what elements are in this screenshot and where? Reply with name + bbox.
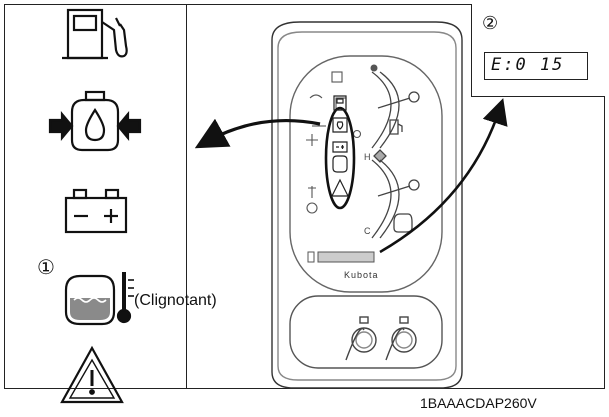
cluster-indicators <box>306 71 362 214</box>
lcd-readout: E:0 15 <box>484 52 588 80</box>
coolant-temperature-icon <box>64 272 134 326</box>
fuel-gauge <box>370 64 420 163</box>
oil-pressure-icon <box>48 90 142 152</box>
cluster-lcd <box>307 251 375 263</box>
svg-text:C: C <box>364 226 371 236</box>
arrow-to-lcd <box>379 98 508 254</box>
callout-one: ① <box>37 257 55 279</box>
svg-text:H: H <box>364 152 371 162</box>
figure-caption: 1BAAACDAP260V <box>420 395 537 411</box>
blink-label: (Clignotant) <box>134 292 217 309</box>
cluster-buttons <box>345 316 417 361</box>
battery-charge-icon <box>64 188 128 234</box>
temperature-gauge: H C <box>364 152 420 239</box>
arrow-to-icons <box>194 118 321 149</box>
panel-divider <box>186 4 187 389</box>
highlight-ellipse <box>324 106 356 210</box>
warning-triangle-icon <box>60 345 124 404</box>
lcd-callout-box <box>471 4 605 97</box>
callout-two: ② <box>482 13 499 33</box>
fuel-pump-icon <box>62 8 128 60</box>
brand-label: Kubota <box>344 270 379 280</box>
mini-icons <box>331 95 349 197</box>
instrument-panel <box>271 21 463 389</box>
